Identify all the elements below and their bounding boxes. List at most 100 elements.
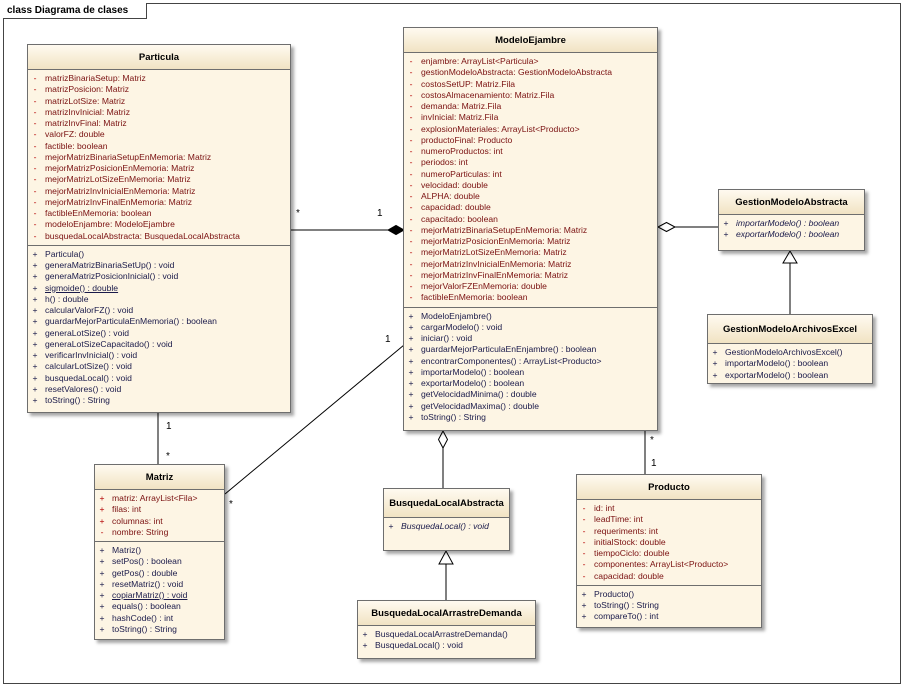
operation-row[interactable]: +generaLotSizeCapacitado() : void [28, 339, 290, 350]
attribute-row[interactable]: +matriz: ArrayList<Fila> [95, 493, 224, 504]
class-busqueda-local-arrastre-demanda[interactable]: BusquedaLocalArrastreDemanda+BusquedaLoc… [357, 600, 536, 659]
attribute-row[interactable]: -mejorMatrizInvInicialEnMemoria: Matriz [404, 259, 657, 270]
operation-row[interactable]: +GestionModeloArchivosExcel() [708, 347, 872, 358]
operation-row[interactable]: +importarModelo() : boolean [719, 218, 864, 229]
operation-row[interactable]: +iniciar() : void [404, 333, 657, 344]
attribute-row[interactable]: -matrizInvInicial: Matriz [28, 107, 290, 118]
attribute-row[interactable]: -modeloEnjambre: ModeloEjambre [28, 219, 290, 230]
attribute-row[interactable]: -leadTime: int [577, 514, 761, 525]
operation-row[interactable]: +copiarMatriz() : void [95, 590, 224, 601]
attribute-row[interactable]: - mejorMatrizInvFinalEnMemoria: Matriz [28, 197, 290, 208]
class-busqueda-local-abstracta[interactable]: BusquedaLocalAbstracta+BusquedaLocal() :… [383, 488, 510, 551]
operation-row[interactable]: +calcularValorFZ() : void [28, 305, 290, 316]
operation-row[interactable]: +generaMatrizBinariaSetUp() : void [28, 260, 290, 271]
operation-row[interactable]: +generaLotSize() : void [28, 328, 290, 339]
operation-row[interactable]: +generaMatrizPosicionInicial() : void [28, 271, 290, 282]
operation-row[interactable]: +importarModelo() : boolean [404, 367, 657, 378]
attribute-row[interactable]: -mejorMatrizBinariaSetupEnMemoria: Matri… [404, 225, 657, 236]
attribute-row[interactable]: -mejorMatrizPosicionEnMemoria: Matriz [28, 163, 290, 174]
operation-row[interactable]: +h() : double [28, 294, 290, 305]
class-gestion-modelo-archivos-excel[interactable]: GestionModeloArchivosExcel+GestionModelo… [707, 314, 873, 384]
operation-row[interactable]: +resetValores() : void [28, 384, 290, 395]
operation-row[interactable]: +sigmoide() : double [28, 283, 290, 294]
class-modelo-ejambre[interactable]: ModeloEjambre-enjambre: ArrayList<Partic… [403, 27, 658, 431]
attribute-row[interactable]: -enjambre: ArrayList<Particula> [404, 56, 657, 67]
attribute-row[interactable]: -costosAlmacenamiento: Matriz.Fila [404, 90, 657, 101]
operation-row[interactable]: +guardarMejorParticulaEnMemoria() : bool… [28, 316, 290, 327]
class-matriz[interactable]: Matriz+matriz: ArrayList<Fila>+filas: in… [94, 464, 225, 640]
operation-row[interactable]: +BusquedaLocal() : void [358, 640, 535, 651]
attribute-row[interactable]: -factible: boolean [28, 141, 290, 152]
operation-row[interactable]: +calcularLotSize() : void [28, 361, 290, 372]
attribute-row[interactable]: -productoFinal: Producto [404, 135, 657, 146]
operation-row[interactable]: +encontrarComponentes() : ArrayList<Prod… [404, 356, 657, 367]
attribute-row[interactable]: -mejorMatrizPosicionEnMemoria: Matriz [404, 236, 657, 247]
operation-row[interactable]: +exportarModelo() : boolean [719, 229, 864, 240]
attribute-row[interactable]: -valorFZ: double [28, 129, 290, 140]
class-producto[interactable]: Producto-id: int-leadTime: int-requerime… [576, 474, 762, 628]
attribute-row[interactable]: -numeroProductos: int [404, 146, 657, 157]
attribute-row[interactable]: -factibleEnMemoria: boolean [404, 292, 657, 303]
attribute-row[interactable]: -tiempoCiclo: double [577, 548, 761, 559]
attribute-row[interactable]: -requeriments: int [577, 526, 761, 537]
operation-row[interactable]: +toString() : String [577, 600, 761, 611]
operation-row[interactable]: +BusquedaLocal() : void [384, 521, 509, 532]
attribute-row[interactable]: -busquedaLocalAbstracta: BusquedaLocalAb… [28, 231, 290, 242]
attribute-row[interactable]: -mejorMatrizInvFinalEnMemoria: Matriz [404, 270, 657, 281]
operation-row[interactable]: +toString() : String [404, 412, 657, 423]
class-particula[interactable]: Particula-matrizBinariaSetup: Matriz-mat… [27, 44, 291, 413]
attribute-row[interactable]: -velocidad: double [404, 180, 657, 191]
attribute-row[interactable]: -mejorMatrizLotSizeEnMemoria: Matriz [404, 247, 657, 258]
operation-row[interactable]: +getVelocidadMinima() : double [404, 389, 657, 400]
operation-row[interactable]: +exportarModelo() : boolean [404, 378, 657, 389]
attribute-row[interactable]: -nombre: String [95, 527, 224, 538]
attribute-row[interactable]: -demanda: Matriz.Fila [404, 101, 657, 112]
attribute-row[interactable]: -costosSetUP: Matriz.Fila [404, 79, 657, 90]
attribute-row[interactable]: +columnas: int [95, 516, 224, 527]
operation-row[interactable]: +BusquedaLocalArrastreDemanda() [358, 629, 535, 640]
attribute-row[interactable]: -capacidad: double [577, 571, 761, 582]
operation-row[interactable]: +toString() : String [28, 395, 290, 406]
attribute-row[interactable]: -mejorMatrizInvInicialEnMemoria: Matriz [28, 186, 290, 197]
attribute-row[interactable]: -id: int [577, 503, 761, 514]
operation-row[interactable]: +hashCode() : int [95, 613, 224, 624]
attribute-row[interactable]: -invInicial: Matriz.Fila [404, 112, 657, 123]
operation-row[interactable]: +Particula() [28, 249, 290, 260]
visibility-marker: + [32, 305, 38, 315]
attribute-row[interactable]: -matrizLotSize: Matriz [28, 96, 290, 107]
attribute-row[interactable]: -gestionModeloAbstracta: GestionModeloAb… [404, 67, 657, 78]
operation-row[interactable]: +ModeloEnjambre() [404, 311, 657, 322]
attribute-row[interactable]: -explosionMateriales: ArrayList<Producto… [404, 124, 657, 135]
attribute-row[interactable]: -mejorMatrizBinariaSetupEnMemoria: Matri… [28, 152, 290, 163]
attribute-row[interactable]: -matrizBinariaSetup: Matriz [28, 73, 290, 84]
operation-row[interactable]: +guardarMejorParticulaEnEnjambre() : boo… [404, 344, 657, 355]
attribute-row[interactable]: -mejorValorFZEnMemoria: double [404, 281, 657, 292]
attribute-row[interactable]: -periodos: int [404, 157, 657, 168]
operation-row[interactable]: +verificarInvInicial() : void [28, 350, 290, 361]
operation-row[interactable]: +Matriz() [95, 545, 224, 556]
operation-row[interactable]: +getVelocidadMaxima() : double [404, 401, 657, 412]
attribute-row[interactable]: +filas: int [95, 504, 224, 515]
operation-row[interactable]: +importarModelo() : boolean [708, 358, 872, 369]
attribute-row[interactable]: -componentes: ArrayList<Producto> [577, 559, 761, 570]
operation-row[interactable]: +toString() : String [95, 624, 224, 635]
operation-row[interactable]: +cargarModelo() : void [404, 322, 657, 333]
operation-row[interactable]: +getPos() : double [95, 568, 224, 579]
attribute-row[interactable]: -matrizInvFinal: Matriz [28, 118, 290, 129]
operation-row[interactable]: +compareTo() : int [577, 611, 761, 622]
attribute-row[interactable]: -initialStock: double [577, 537, 761, 548]
attribute-row[interactable]: -factibleEnMemoria: boolean [28, 208, 290, 219]
operation-row[interactable]: +busquedaLocal() : void [28, 373, 290, 384]
attribute-row[interactable]: -numeroParticulas: int [404, 169, 657, 180]
attribute-row[interactable]: -matrizPosicion: Matriz [28, 84, 290, 95]
operation-row[interactable]: +equals() : boolean [95, 601, 224, 612]
operation-row[interactable]: +Producto() [577, 589, 761, 600]
class-gestion-modelo-abstracta[interactable]: GestionModeloAbstracta+importarModelo() … [718, 189, 865, 251]
attribute-row[interactable]: -capacitado: boolean [404, 214, 657, 225]
operation-row[interactable]: +exportarModelo() : boolean [708, 370, 872, 381]
attribute-row[interactable]: -ALPHA: double [404, 191, 657, 202]
attribute-row[interactable]: -mejorMatrizLotSizeEnMemoria: Matriz [28, 174, 290, 185]
operation-row[interactable]: +setPos() : boolean [95, 556, 224, 567]
operation-row[interactable]: +resetMatriz() : void [95, 579, 224, 590]
attribute-row[interactable]: -capacidad: double [404, 202, 657, 213]
